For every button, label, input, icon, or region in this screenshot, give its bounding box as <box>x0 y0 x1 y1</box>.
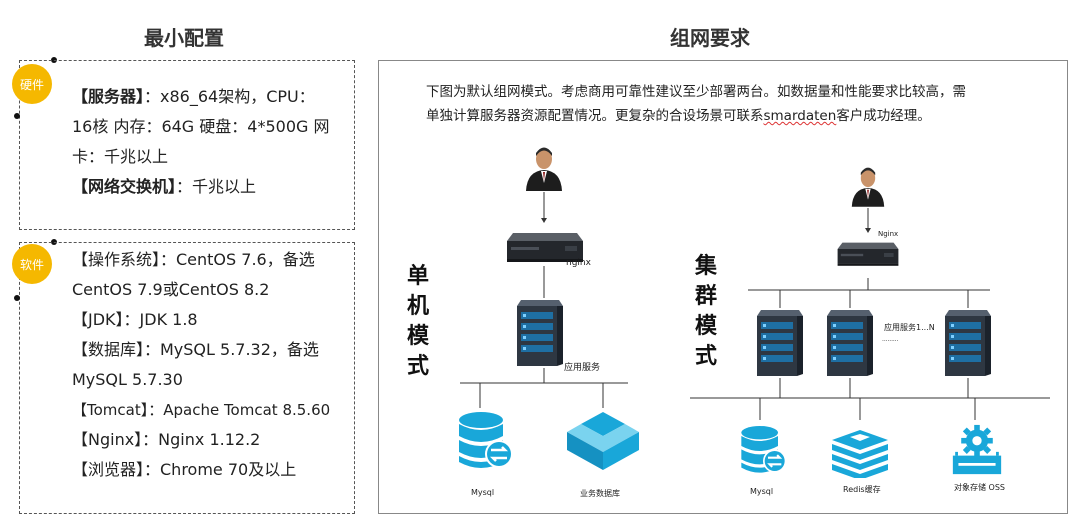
redis-icon <box>830 428 890 478</box>
single-server-label: 应用服务 <box>564 363 601 373</box>
software-line-7: 【Nginx】：Nginx 1.12.2 <box>72 430 261 449</box>
mysql-db-icon <box>455 410 515 474</box>
business-db-icon <box>563 410 643 472</box>
min-config-title: 最小配置 <box>144 26 224 50</box>
cluster-mysql-label: Mysql <box>750 487 774 496</box>
network-title: 组网要求 <box>670 26 750 50</box>
cluster-nginx-label: Nginx <box>878 230 899 238</box>
note-line-1: 下图为默认组网模式。考虑商用可靠性建议至少部署两台。如数据量和性能要求比较高，需 <box>426 84 966 100</box>
software-line-1: 【操作系统】：CentOS 7.6，备选 <box>72 250 315 269</box>
mysql-db-icon <box>738 424 788 478</box>
cluster-services-label: 应用服务1...N <box>884 323 935 332</box>
software-line-3: 【JDK】：JDK 1.8 <box>72 310 198 329</box>
server-icon <box>943 308 993 378</box>
software-line-2: CentOS 7.9或CentOS 8.2 <box>72 280 270 299</box>
software-line-8: 【浏览器】：Chrome 70及以上 <box>72 460 297 479</box>
hardware-badge: 硬件 <box>12 64 52 104</box>
software-box <box>19 242 355 514</box>
single-mode-label: 单机 模式 <box>406 264 429 379</box>
bullet-dot <box>14 113 20 119</box>
note-line-2: 单独计算服务器资源配置情况。更复杂的合设场景可联系smardaten客户成功经理… <box>426 108 931 124</box>
hardware-line-2: 16核 内存：64G 硬盘：4*500G 网 <box>72 117 330 136</box>
software-line-5: MySQL 5.7.30 <box>72 370 183 389</box>
router-icon <box>836 238 900 268</box>
hardware-line-3: 卡：千兆以上 <box>72 147 169 166</box>
hardware-box <box>19 60 355 230</box>
hardware-line-4: 【网络交换机】：千兆以上 <box>72 177 257 196</box>
cluster-oss-label: 对象存储 OSS <box>954 483 1005 492</box>
software-line-4: 【数据库】：MySQL 5.7.32，备选 <box>72 340 319 359</box>
server-icon <box>825 308 875 378</box>
cluster-mode-label: 集群 模式 <box>694 254 717 369</box>
single-business-db-label: 业务数据库 <box>580 489 620 498</box>
hardware-line-1: 【服务器】：x86_64架构，CPU： <box>72 87 315 106</box>
software-specs: 【操作系统】：CentOS 7.6，备选 CentOS 7.9或CentOS 8… <box>72 245 330 485</box>
object-storage-icon <box>949 424 1005 476</box>
cluster-ellipsis: · · · · · · · · · <box>882 338 898 345</box>
software-badge: 软件 <box>12 244 52 284</box>
user-icon <box>524 146 564 192</box>
server-icon <box>755 308 805 378</box>
contact-link: smardaten <box>763 108 837 124</box>
hardware-specs: 【服务器】：x86_64架构，CPU： 16核 内存：64G 硬盘：4*500G… <box>72 82 330 202</box>
bullet-dot <box>14 295 20 301</box>
single-nginx-label: nginx <box>566 258 591 268</box>
server-icon <box>515 298 565 368</box>
network-note: 下图为默认组网模式。考虑商用可靠性建议至少部署两台。如数据量和性能要求比较高，需… <box>426 80 1016 128</box>
cluster-redis-label: Redis缓存 <box>843 485 881 494</box>
user-icon <box>850 166 886 208</box>
network-box <box>378 60 1068 514</box>
software-line-6: 【Tomcat】：Apache Tomcat 8.5.60 <box>72 401 331 419</box>
single-mysql-label: Mysql <box>471 488 495 497</box>
